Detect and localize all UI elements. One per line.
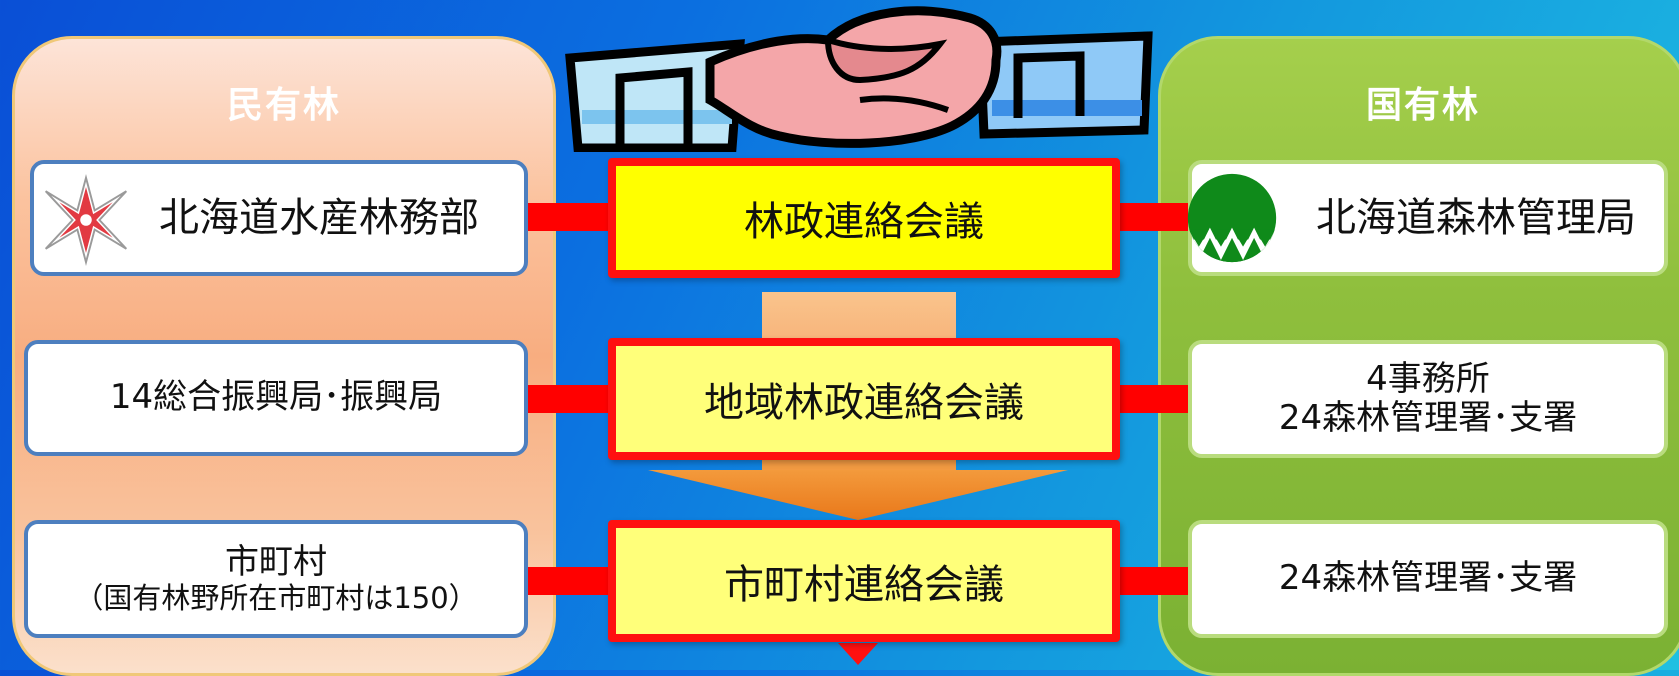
hokkaido-fisheries-forestry-dept-label: 北海道水産林務部	[159, 195, 479, 241]
bottom-arrow-tip	[838, 643, 878, 665]
general-promotion-bureaus-label: 14総合振興局･振興局	[109, 377, 443, 418]
hokkaido-emblem-icon	[43, 172, 129, 268]
handshake-icon	[565, 6, 1153, 152]
hokkaido-fisheries-forestry-dept: 北海道水産林務部	[30, 160, 528, 276]
offices-label: 4事務所	[1366, 358, 1490, 399]
regional-forest-policy-meeting: 地域林政連絡会議	[608, 338, 1120, 460]
hokkaido-regional-forest-office-label: 北海道森林管理局	[1316, 195, 1636, 241]
forest-office-logo-icon	[1187, 173, 1277, 263]
down-arrow-1	[762, 292, 956, 344]
municipalities: 市町村 （国有林野所在市町村は150）	[24, 520, 528, 638]
municipal-meeting: 市町村連絡会議	[608, 520, 1120, 642]
connector-right-3	[1110, 567, 1192, 595]
forest-management-offices-label-2: 24森林管理署･支署	[1278, 558, 1578, 599]
national-forest-title: 国有林	[1365, 85, 1480, 126]
forest-management-offices-label: 24森林管理署･支署	[1278, 398, 1578, 438]
connector-right-2	[1110, 385, 1192, 413]
private-forest-title: 民有林	[226, 85, 341, 126]
down-arrow-2-head	[648, 470, 1068, 520]
forest-policy-meeting-label: 林政連絡会議	[744, 199, 984, 245]
forest-management-offices: 24森林管理署･支署	[1188, 520, 1668, 638]
municipalities-label: 市町村	[225, 541, 327, 582]
connector-right-1	[1110, 203, 1192, 231]
offices-and-forest-management-offices: 4事務所 24森林管理署･支署	[1188, 340, 1668, 458]
connector-left-3	[526, 567, 612, 595]
connector-left-2	[526, 385, 612, 413]
general-promotion-bureaus: 14総合振興局･振興局	[24, 340, 528, 456]
municipalities-note: （国有林野所在市町村は150）	[74, 580, 478, 615]
municipal-meeting-label: 市町村連絡会議	[724, 562, 1004, 608]
connector-left-1	[526, 203, 612, 231]
forest-policy-meeting: 林政連絡会議	[608, 158, 1120, 278]
regional-forest-policy-meeting-label: 地域林政連絡会議	[704, 380, 1024, 426]
